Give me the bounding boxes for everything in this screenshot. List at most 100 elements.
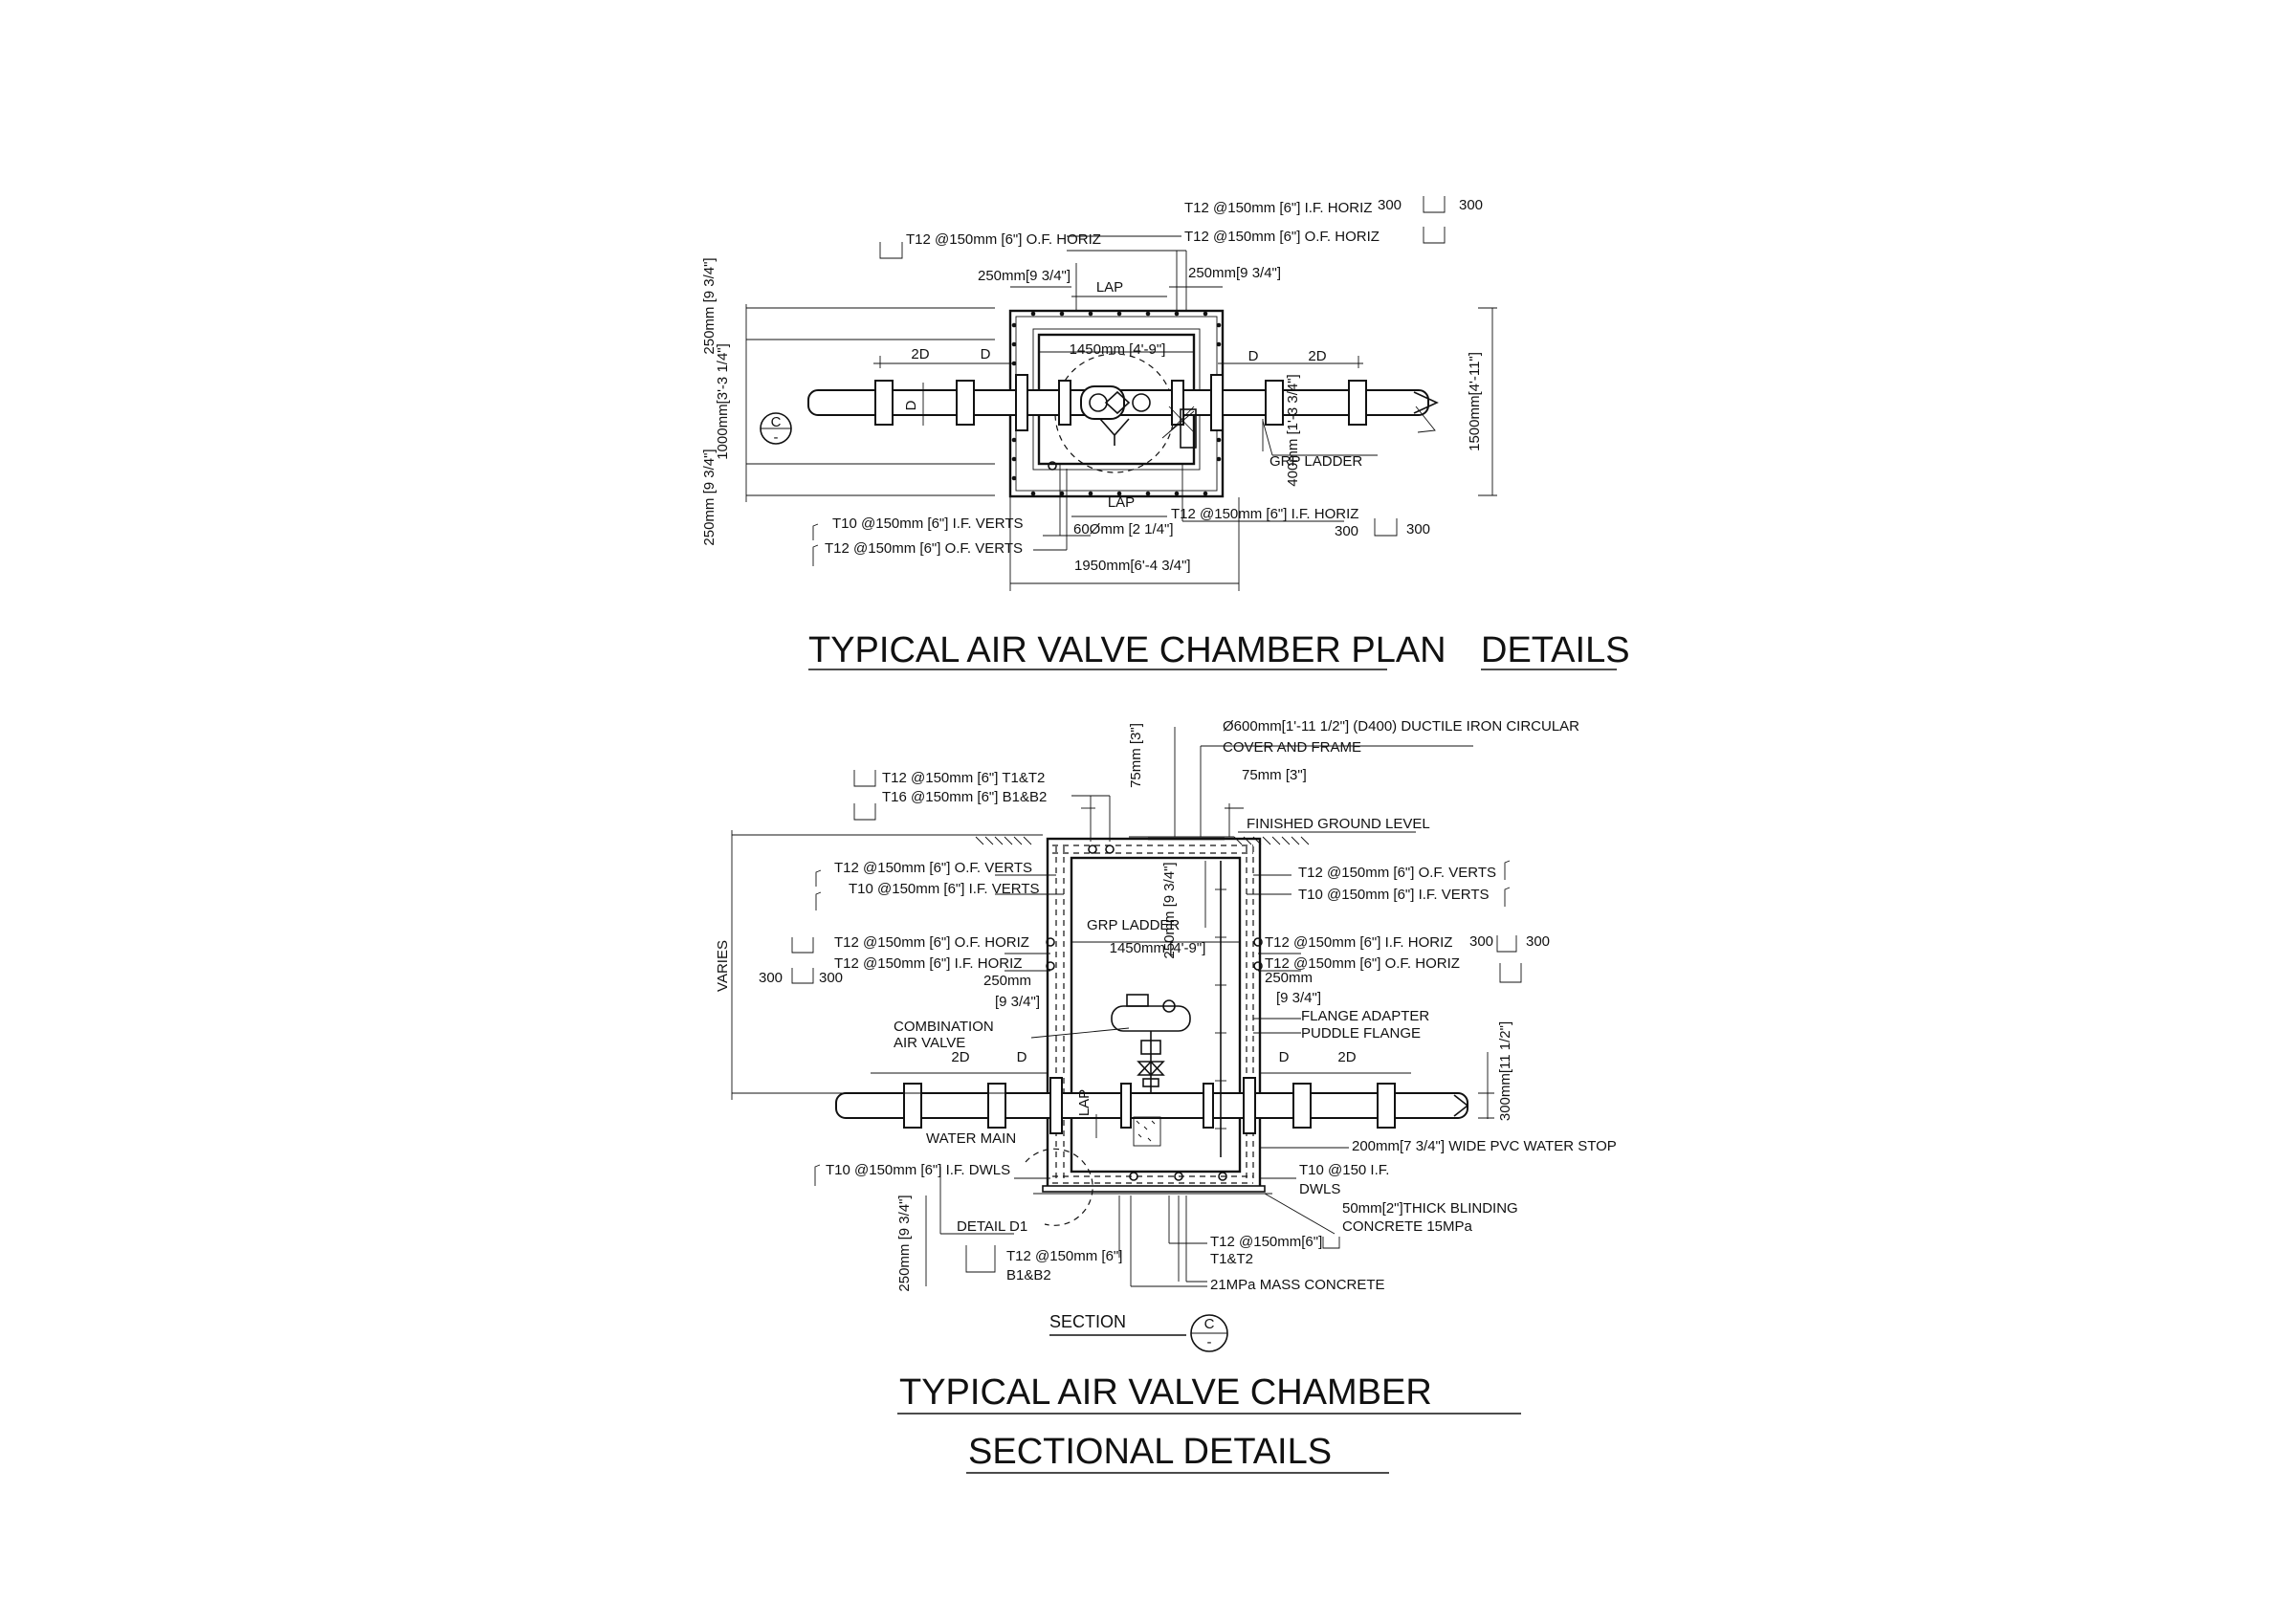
section-label-pvc-stop: 200mm[7 3/4"] WIDE PVC WATER STOP bbox=[1352, 1138, 1617, 1154]
section-label-left-of-verts: T12 @150mm [6"] O.F. VERTS bbox=[834, 860, 1032, 876]
plan-section-mark-sub: - bbox=[774, 429, 779, 446]
plan-label-if-horiz-top: T12 @150mm [6"] I.F. HORIZ bbox=[1184, 200, 1372, 216]
section-rebar-dots bbox=[1046, 844, 1263, 1181]
plan-title-right: DETAILS bbox=[1481, 630, 1630, 670]
plan-annotations: T12 @150mm [6"] I.F. HORIZ T12 @150mm [6… bbox=[701, 197, 1483, 574]
section-dim-250-right-imperial: [9 3/4"] bbox=[1276, 990, 1321, 1006]
section-label-air-valve: AIR VALVE bbox=[894, 1035, 965, 1051]
section-dim-250-slab: 250mm [9 3/4"] bbox=[1161, 862, 1178, 958]
section-label-right-if-verts: T10 @150mm [6"] I.F. VERTS bbox=[1298, 887, 1490, 903]
section-label-blinding-1: 50mm[2"]THICK BLINDING bbox=[1342, 1200, 1518, 1217]
ground-level-hatching bbox=[975, 836, 1310, 845]
plan-label-t10-if-verts: T10 @150mm [6"] I.F. VERTS bbox=[832, 515, 1024, 532]
plan-dim-250-bot-vert: 250mm [9 3/4"] bbox=[701, 449, 718, 545]
section-dim-300-right-1: 300 bbox=[1469, 933, 1493, 950]
section-dim-300-pipe: 300mm[11 1/2"] bbox=[1497, 1021, 1513, 1121]
plan-dim-300-c: 300 bbox=[1335, 523, 1358, 539]
section-dim-d-right: D bbox=[1279, 1049, 1290, 1065]
section-dim-300-left-2: 300 bbox=[819, 970, 843, 986]
plan-dim-1500-vert: 1500mm[4'-11"] bbox=[1467, 352, 1483, 451]
section-label-combination: COMBINATION bbox=[894, 1019, 994, 1035]
plan-dim-2d-right: 2D bbox=[1308, 348, 1326, 364]
plan-dim-1950: 1950mm[6'-4 3/4"] bbox=[1074, 558, 1191, 574]
section-dim-1450: 1450mm [4'-9"] bbox=[1110, 940, 1206, 956]
section-dim-75-vert: 75mm [3"] bbox=[1128, 723, 1144, 788]
section-label-t10-150-if: T10 @150 I.F. bbox=[1299, 1162, 1389, 1178]
section-water-main bbox=[835, 1077, 1469, 1134]
plan-section-mark: C - bbox=[760, 412, 792, 446]
plan-label-grp-ladder: GRP LADDER bbox=[1269, 453, 1362, 470]
section-label-cover: Ø600mm[1'-11 1/2"] (D400) DUCTILE IRON C… bbox=[1223, 718, 1579, 735]
plan-label-of-horiz-top-left: T12 @150mm [6"] O.F. HORIZ bbox=[906, 231, 1101, 248]
section-label-detail-d1: DETAIL D1 bbox=[957, 1218, 1027, 1235]
section-label-t16-b1b2: T16 @150mm [6"] B1&B2 bbox=[882, 789, 1047, 805]
section-dimension-lines bbox=[731, 727, 1522, 1287]
plan-dimension-lines bbox=[745, 196, 1497, 591]
section-outer-wall bbox=[1046, 837, 1262, 1190]
plan-lap-bottom: LAP bbox=[1108, 494, 1135, 511]
plan-label-t12-of-verts: T12 @150mm [6"] O.F. VERTS bbox=[825, 540, 1023, 557]
section-dim-250-right: 250mm bbox=[1265, 970, 1313, 986]
plan-dim-250-right: 250mm[9 3/4"] bbox=[1188, 265, 1281, 281]
section-label-right-of-horiz: T12 @150mm [6"] O.F. HORIZ bbox=[1265, 955, 1460, 972]
section-mark-sub: - bbox=[1207, 1334, 1212, 1350]
plan-dim-300-b: 300 bbox=[1459, 197, 1483, 213]
plan-dim-d-left: D bbox=[981, 346, 991, 362]
section-label-puddle-flange: PUDDLE FLANGE bbox=[1301, 1025, 1421, 1042]
plan-dim-250-left: 250mm[9 3/4"] bbox=[978, 268, 1071, 284]
section-label-fgl: FINISHED GROUND LEVEL bbox=[1247, 816, 1430, 832]
section-label-left-if-horiz: T12 @150mm [6"] I.F. HORIZ bbox=[834, 955, 1022, 972]
plan-section-mark-letter: C bbox=[771, 414, 782, 430]
section-label-left-of-horiz: T12 @150mm [6"] O.F. HORIZ bbox=[834, 934, 1029, 951]
section-dim-300-right-2: 300 bbox=[1526, 933, 1550, 950]
section-annotations: Ø600mm[1'-11 1/2"] (D400) DUCTILE IRON C… bbox=[715, 718, 1617, 1293]
section-caption: SECTION bbox=[1049, 1312, 1126, 1331]
plan-dim-250-top-vert: 250mm [9 3/4"] bbox=[701, 257, 718, 354]
section-dim-varies: VARIES bbox=[715, 940, 731, 992]
section-base-slab bbox=[1042, 1185, 1266, 1193]
plan-dim-300-d: 300 bbox=[1406, 521, 1430, 537]
section-dim-250-base: 250mm [9 3/4"] bbox=[896, 1195, 913, 1291]
combination-air-valve-assembly bbox=[1111, 994, 1191, 1147]
section-label-left-if-verts: T10 @150mm [6"] I.F. VERTS bbox=[849, 881, 1040, 897]
plan-dim-600: 60Ømm [2 1/4"] bbox=[1073, 521, 1174, 537]
plan-dim-300-a: 300 bbox=[1378, 197, 1402, 213]
plan-dim-1000-vert: 1000mm[3'-3 1/4"] bbox=[715, 343, 731, 460]
plan-dim-1450: 1450mm [4'-9"] bbox=[1070, 341, 1166, 358]
plan-dim-2d-left: 2D bbox=[911, 346, 929, 362]
section-caption-group: SECTION C - bbox=[1049, 1312, 1228, 1352]
section-label-lap: LAP bbox=[1076, 1089, 1093, 1116]
plan-view: C - T12 @150mm [6"] I.F. HORIZ T12 @150m… bbox=[701, 196, 1630, 670]
section-label-right-of-verts: T12 @150mm [6"] O.F. VERTS bbox=[1298, 865, 1496, 881]
plan-dim-d-vert: D bbox=[903, 400, 919, 410]
section-title-line2: SECTIONAL DETAILS bbox=[968, 1432, 1332, 1472]
section-rebar-lines bbox=[1052, 844, 1254, 1184]
section-label-b1b2: B1&B2 bbox=[1006, 1267, 1051, 1283]
plan-label-t12-if-horiz-bottom: T12 @150mm [6"] I.F. HORIZ bbox=[1171, 506, 1358, 522]
section-label-flange-adapter: FLANGE ADAPTER bbox=[1301, 1008, 1429, 1024]
section-mark-letter: C bbox=[1204, 1316, 1215, 1332]
section-label-t12-t1t2: T12 @150mm [6"] T1&T2 bbox=[882, 770, 1045, 786]
section-title-line1: TYPICAL AIR VALVE CHAMBER bbox=[899, 1372, 1432, 1413]
plan-lap-top: LAP bbox=[1096, 279, 1123, 296]
section-dim-2d-right: 2D bbox=[1337, 1049, 1356, 1065]
section-label-mass-concrete: 21MPa MASS CONCRETE bbox=[1210, 1277, 1385, 1293]
plan-title-left: TYPICAL AIR VALVE CHAMBER PLAN bbox=[808, 630, 1446, 670]
section-dim-250-left: 250mm bbox=[983, 973, 1031, 989]
section-label-grp-ladder: GRP LADDER bbox=[1087, 917, 1180, 933]
section-dim-250-left-imperial: [9 3/4"] bbox=[995, 994, 1040, 1010]
section-label-t1t2: T1&T2 bbox=[1210, 1251, 1253, 1267]
section-label-t12-b1b2: T12 @150mm [6"] bbox=[1006, 1248, 1122, 1264]
section-inner-wall bbox=[1070, 856, 1242, 1173]
plan-water-main bbox=[807, 374, 1439, 449]
section-label-t12-t1t2-base: T12 @150mm[6"] bbox=[1210, 1234, 1322, 1250]
section-label-water-main: WATER MAIN bbox=[926, 1130, 1016, 1147]
section-dim-300-left-1: 300 bbox=[759, 970, 783, 986]
section-label-cover-frame: COVER AND FRAME bbox=[1223, 739, 1361, 756]
plan-label-of-horiz-top-right: T12 @150mm [6"] O.F. HORIZ bbox=[1184, 229, 1380, 245]
plan-dim-400-vert: 400mm [1'-3 3/4"] bbox=[1285, 374, 1301, 486]
section-label-right-if-horiz: T12 @150mm [6"] I.F. HORIZ bbox=[1265, 934, 1452, 951]
section-label-t10-if-dwls: T10 @150mm [6"] I.F. DWLS bbox=[826, 1162, 1010, 1178]
section-dim-2d-left: 2D bbox=[951, 1049, 969, 1065]
